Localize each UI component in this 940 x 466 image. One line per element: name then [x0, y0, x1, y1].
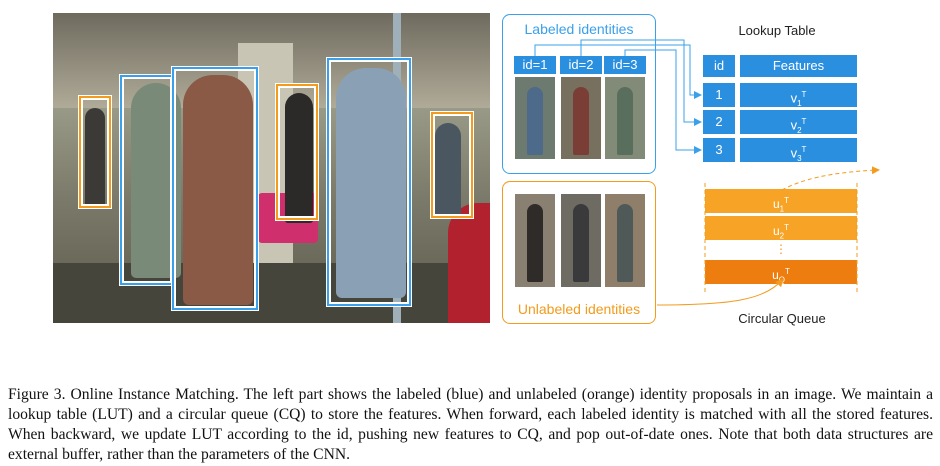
- feature-symbol: u: [772, 268, 779, 282]
- lut-row-1-feature: v1T: [740, 83, 857, 108]
- arrow-cq-pop: [781, 166, 880, 191]
- labeled-identities-panel: Labeled identities: [502, 14, 656, 174]
- feature-superscript: T: [784, 196, 790, 205]
- feature-symbol: v: [790, 145, 798, 161]
- labeled-bbox-2: [172, 67, 258, 310]
- person-woman-patterned: [183, 75, 253, 305]
- arrow-unlabeled-to-cq: [656, 278, 784, 306]
- unlabeled-crop-2: [560, 193, 602, 288]
- unlabeled-crop-3: [604, 193, 646, 288]
- labeled-crop-2: [560, 76, 602, 160]
- connector-arrows: [534, 39, 880, 306]
- person-dark-suit: [285, 93, 313, 223]
- unlabeled-identities-panel: Unlabeled identities: [502, 181, 656, 324]
- arrow-id1-to-lut: [534, 44, 702, 99]
- lut-row-3-feature: v3T: [740, 138, 857, 163]
- labeled-crop-3: [604, 76, 646, 160]
- cq-row-2: u2T: [705, 216, 857, 240]
- cq-row-1: u1T: [705, 189, 857, 213]
- feature-superscript: T: [785, 267, 790, 276]
- unlabeled-identities-title: Unlabeled identities: [517, 301, 641, 317]
- feature-superscript: T: [801, 145, 807, 154]
- lut-row-2-feature: v2T: [740, 110, 857, 135]
- person-far-left: [85, 108, 105, 208]
- arrow-id3-to-lut: [624, 49, 702, 154]
- labeled-identities-title: Labeled identities: [524, 21, 634, 37]
- feature-subscript: 3: [797, 153, 802, 163]
- unlabeled-bbox-3: [431, 112, 473, 218]
- lut-header-features: Features: [740, 55, 857, 77]
- floor: [53, 263, 490, 323]
- unlabeled-crop-1: [514, 193, 556, 288]
- figure-3: Labeled identities id=1 id=2 id=3 Unlabe…: [53, 13, 880, 326]
- lut-row-2-id: 2: [703, 110, 735, 134]
- lookup-table-title: Lookup Table: [738, 23, 816, 38]
- feature-subscript: 2: [797, 125, 802, 135]
- labeled-bbox-3: [327, 58, 411, 306]
- feature-symbol: u: [772, 224, 780, 238]
- unlabeled-bbox-1: [79, 96, 111, 208]
- lut-row-3-id: 3: [703, 138, 735, 162]
- feature-subscript: 1: [779, 204, 785, 214]
- feature-superscript: T: [801, 90, 807, 99]
- id-tag-2: id=2: [560, 56, 602, 74]
- arrow-id2-to-lut: [580, 39, 702, 126]
- person-man-jeans: [336, 68, 406, 298]
- figure-caption: Figure 3. Online Instance Matching. The …: [8, 385, 933, 464]
- lut-row-1-id: 1: [703, 83, 735, 107]
- feature-subscript: 1: [797, 98, 802, 108]
- unlabeled-bbox-2: [276, 84, 318, 220]
- lut-header-id: id: [703, 55, 735, 77]
- feature-subscript: 2: [779, 231, 785, 241]
- circular-queue-title: Circular Queue: [738, 311, 826, 326]
- id-tag-1: id=1: [514, 56, 556, 74]
- id-tag-3: id=3: [604, 56, 646, 74]
- feature-symbol: u: [772, 197, 780, 211]
- feature-symbol: v: [790, 117, 798, 133]
- person-far-right: [435, 123, 461, 218]
- red-car: [448, 203, 490, 323]
- feature-superscript: T: [801, 117, 807, 126]
- feature-superscript: T: [784, 223, 790, 232]
- feature-symbol: v: [790, 90, 798, 106]
- cq-ellipsis: ⋮: [775, 242, 787, 256]
- labeled-crop-1: [514, 76, 556, 160]
